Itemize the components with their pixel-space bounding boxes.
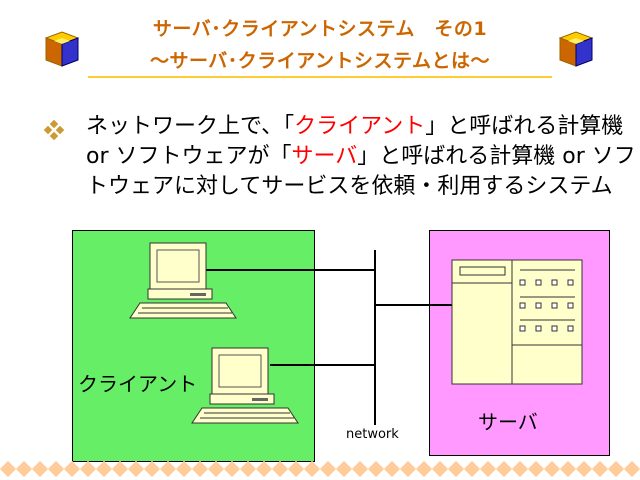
diamond-border xyxy=(0,460,640,478)
server-label: サーバ xyxy=(478,410,538,434)
diamond-shape xyxy=(111,460,129,478)
diamond-shape xyxy=(543,460,561,478)
diamond-shape xyxy=(0,460,17,478)
network-lines xyxy=(205,250,452,425)
text-part: ネットワーク上で、「 xyxy=(86,114,295,139)
diamond-shape xyxy=(335,460,353,478)
cube-icon xyxy=(44,31,80,67)
slide-title-line2: ～サーバ･クライアントシステムとは～ xyxy=(150,50,490,72)
diamond-shape xyxy=(399,460,417,478)
diamond-shape xyxy=(175,460,193,478)
diamond-shape xyxy=(271,460,289,478)
diamond-shape xyxy=(287,460,305,478)
diamond-shape xyxy=(351,460,369,478)
text-part: 」と呼ばれる計算機 or ソフトウェアが「 xyxy=(86,114,624,169)
diamond-shape xyxy=(431,460,449,478)
slide-title-line1: サーバ･クライアントシステム その1 xyxy=(152,18,488,40)
diamond-shape xyxy=(143,460,161,478)
diamond-shape xyxy=(239,460,257,478)
diamond-shape xyxy=(527,460,545,478)
diamond-shape xyxy=(255,460,273,478)
diamond-shape xyxy=(607,460,625,478)
title-divider xyxy=(88,76,552,78)
computer-icon xyxy=(129,242,237,319)
diamond-shape xyxy=(15,460,33,478)
cube-icon xyxy=(558,31,594,67)
bullet-diamond-icon xyxy=(44,120,64,140)
diamond-shape xyxy=(303,460,321,478)
diamond-shape xyxy=(319,460,337,478)
diamond-shape xyxy=(191,460,209,478)
server-highlight: サーバ xyxy=(291,144,358,169)
diamond-shape xyxy=(223,460,241,478)
diamond-shape xyxy=(79,460,97,478)
definition-text: ネットワーク上で、「クライアント」と呼ばれる計算機 or ソフトウェアが「サーバ… xyxy=(86,112,636,202)
diamond-shape xyxy=(575,460,593,478)
computer-icon xyxy=(191,347,299,424)
diamond-shape xyxy=(479,460,497,478)
diamond-shape xyxy=(511,460,529,478)
diamond-shape xyxy=(207,460,225,478)
diamond-shape xyxy=(447,460,465,478)
network-label: network xyxy=(346,427,399,442)
server-rack-icon xyxy=(451,259,583,385)
diamond-shape xyxy=(559,460,577,478)
diamond-shape xyxy=(591,460,609,478)
client-label: クライアント xyxy=(78,372,198,396)
diamond-shape xyxy=(47,460,65,478)
diamond-shape xyxy=(95,460,113,478)
diamond-shape xyxy=(31,460,49,478)
diamond-shape xyxy=(383,460,401,478)
diamond-shape xyxy=(463,460,481,478)
diamond-shape xyxy=(623,460,640,478)
diamond-shape xyxy=(495,460,513,478)
diamond-shape xyxy=(127,460,145,478)
diamond-shape xyxy=(415,460,433,478)
text-part: 」と呼ばれる計算機 or ソフトウェアに対してサービスを依頼・利用するシステム xyxy=(86,144,636,199)
diamond-shape xyxy=(63,460,81,478)
diamond-shape xyxy=(367,460,385,478)
diamond-shape xyxy=(159,460,177,478)
client-highlight: クライアント xyxy=(294,114,426,139)
